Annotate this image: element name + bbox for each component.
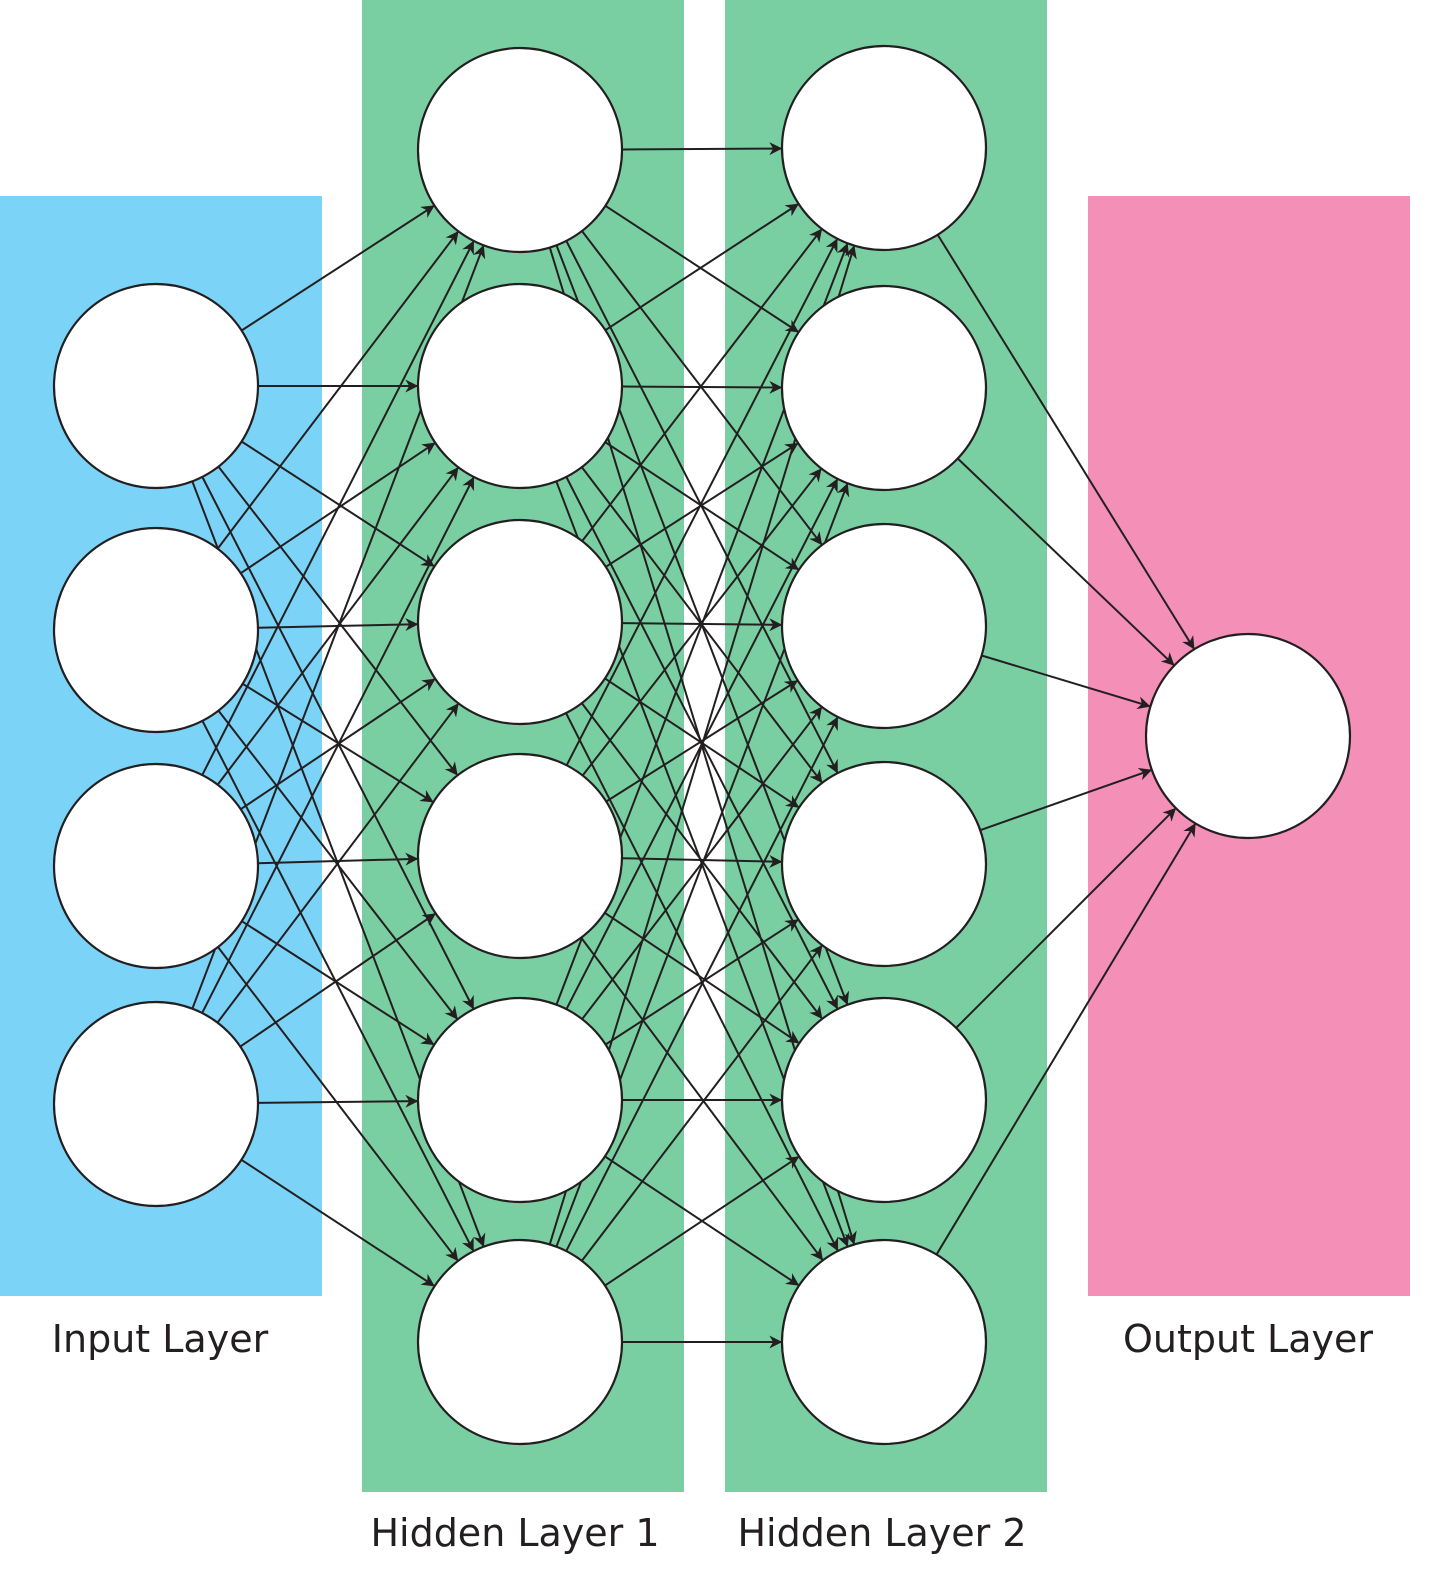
output-layer-label: Output Layer <box>1123 1317 1373 1361</box>
connection-hidden1-6-to-hidden2-5 <box>604 1156 800 1287</box>
output-neuron-1 <box>1144 632 1352 840</box>
input-layer-label: Input Layer <box>52 1317 269 1361</box>
connection-input-4-to-hidden1-5 <box>257 1094 419 1108</box>
connection-hidden1-4-to-hidden2-5 <box>604 911 800 1044</box>
connection-hidden1-6-to-hidden2-3 <box>565 716 839 1252</box>
hidden1-neuron-5 <box>416 996 624 1204</box>
connection-input-2-to-hidden1-1 <box>216 231 459 550</box>
hidden2-neuron-6 <box>780 1238 988 1446</box>
connection-hidden1-6-to-hidden2-4 <box>581 944 823 1262</box>
hidden2-neuron-4 <box>780 760 988 968</box>
connection-input-1-to-hidden1-3 <box>241 440 435 567</box>
connection-hidden1-4-to-hidden2-6 <box>580 937 824 1261</box>
connection-hidden2-6-to-output-1 <box>935 823 1196 1256</box>
connection-hidden2-1-to-output-1 <box>936 234 1195 650</box>
connection-hidden1-2-to-hidden2-1 <box>604 203 799 332</box>
input-neuron-2 <box>52 526 260 734</box>
connection-hidden2-4-to-output-1 <box>979 767 1153 832</box>
connection-hidden1-4-to-hidden2-1 <box>565 238 838 766</box>
hidden1-neuron-6 <box>416 1238 624 1446</box>
hidden1-neuron-1 <box>416 46 624 254</box>
connection-input-3-to-hidden1-4 <box>257 852 419 866</box>
input-neuron-4 <box>52 1000 260 1208</box>
connection-hidden2-5-to-output-1 <box>955 807 1177 1029</box>
hidden2-neuron-2 <box>780 284 988 492</box>
connection-hidden1-1-to-hidden2-2 <box>604 204 799 333</box>
connection-input-4-to-hidden1-3 <box>216 703 459 1024</box>
connection-hidden2-3-to-output-1 <box>981 654 1151 710</box>
input-neuron-3 <box>52 762 260 970</box>
hidden-layer-2-label: Hidden Layer 2 <box>737 1511 1026 1555</box>
connection-input-3-to-hidden1-5 <box>241 920 435 1046</box>
connection-hidden1-3-to-hidden2-2 <box>605 442 799 568</box>
connection-input-1-to-hidden1-1 <box>241 205 435 332</box>
connection-input-4-to-hidden1-4 <box>239 913 436 1048</box>
hidden1-neuron-3 <box>416 518 624 726</box>
connection-hidden1-1-to-hidden2-1 <box>621 142 783 156</box>
connection-input-4-to-hidden1-2 <box>201 476 475 1014</box>
connection-hidden1-5-to-hidden2-4 <box>605 919 799 1046</box>
hidden1-neuron-2 <box>416 282 624 490</box>
connection-input-3-to-hidden1-6 <box>217 946 459 1262</box>
neurons <box>52 44 1352 1446</box>
connection-input-3-to-hidden1-1 <box>201 240 475 776</box>
connection-hidden1-3-to-hidden2-1 <box>581 228 823 542</box>
hidden-layer-1-label: Hidden Layer 1 <box>370 1511 659 1555</box>
connection-hidden1-4-to-hidden2-4 <box>621 854 783 868</box>
hidden2-neuron-3 <box>780 522 988 730</box>
hidden2-neuron-5 <box>780 996 988 1204</box>
connection-hidden2-2-to-output-1 <box>957 457 1175 666</box>
connection-input-1-to-hidden1-4 <box>217 466 458 776</box>
connection-input-4-to-hidden1-6 <box>240 1158 435 1287</box>
hidden2-neuron-1 <box>780 44 988 252</box>
connection-input-2-to-hidden1-4 <box>242 682 434 803</box>
connection-input-2-to-hidden1-6 <box>201 720 475 1252</box>
hidden1-neuron-4 <box>416 752 624 960</box>
input-neuron-1 <box>52 282 260 490</box>
